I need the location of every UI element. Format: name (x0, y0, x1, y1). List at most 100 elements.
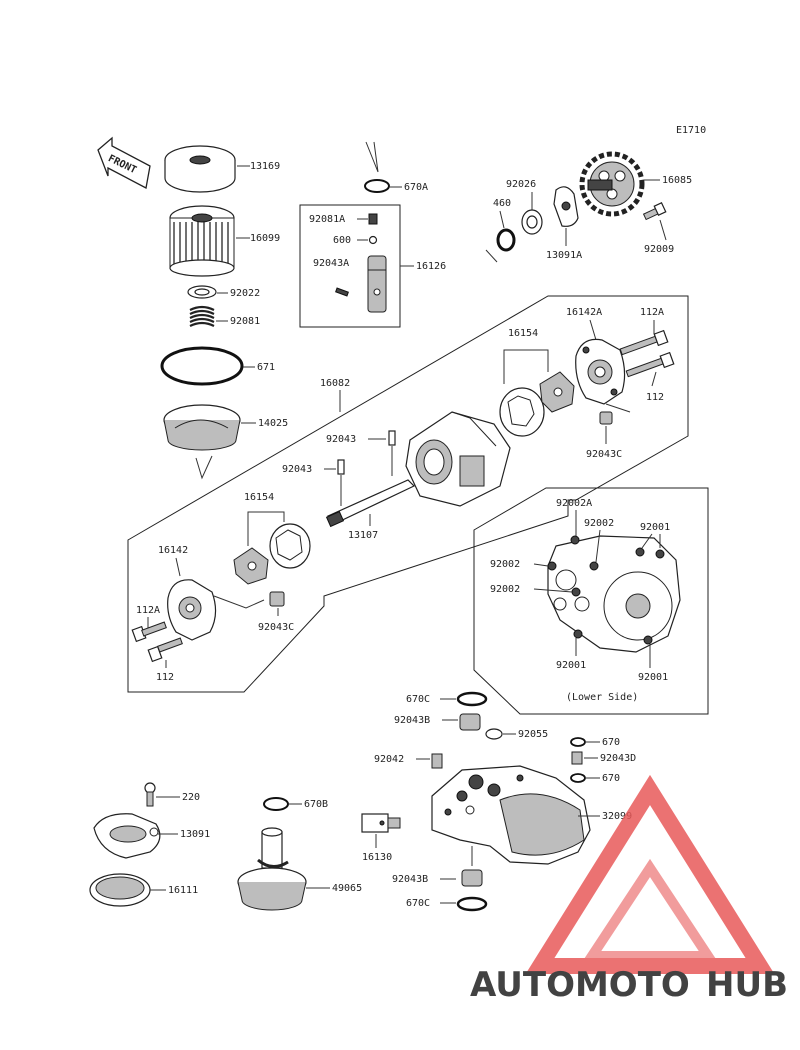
seal-92055 (485, 728, 503, 740)
pin-92043-upper (388, 430, 396, 446)
screw-220 (144, 782, 156, 807)
dowel-92043B-top (459, 713, 481, 731)
label-16085: 16085 (662, 175, 692, 186)
o-ring-670C-top (456, 691, 488, 707)
label-92043A: 92043A (313, 258, 349, 269)
filter-cap-14025 (163, 404, 241, 451)
label-16111: 16111 (168, 885, 198, 896)
dowel-92043B-bottom (461, 869, 483, 887)
label-92043B-bottom: 92043B (392, 874, 428, 885)
bolt-112A-upper (619, 329, 669, 356)
bolt-112A-lower (131, 621, 167, 643)
label-14025: 14025 (258, 418, 288, 429)
oil-pump-assembly-frame (127, 295, 689, 693)
label-92002A: 92002A (556, 498, 592, 509)
label-92043C-upper: 92043C (586, 449, 622, 460)
pump-cover-16142 (167, 579, 217, 641)
figure-code: E1710 (676, 125, 706, 136)
bolt-92009 (642, 201, 667, 221)
pin-92043A (335, 287, 349, 297)
label-49065: 49065 (332, 883, 362, 894)
outer-rotor-16154-upper (499, 387, 545, 437)
label-92081: 92081 (230, 316, 260, 327)
label-13107: 13107 (348, 530, 378, 541)
housing-lower-side (547, 535, 681, 653)
o-ring-670-bottom (570, 773, 586, 783)
o-ring-671 (160, 346, 244, 386)
o-ring-670-top (570, 737, 586, 747)
dowel-92043D (571, 751, 583, 765)
label-112-upper: 112 (646, 392, 664, 403)
label-670A: 670A (404, 182, 428, 193)
inner-rotor-16154-lower (233, 547, 269, 585)
label-670C-top: 670C (406, 694, 430, 705)
label-112-lower: 112 (156, 672, 174, 683)
o-ring-670B (263, 797, 289, 811)
label-16154-lower: 16154 (244, 492, 274, 503)
front-arrow-icon: FRONT (97, 136, 151, 189)
label-16130: 16130 (362, 852, 392, 863)
pump-shaft-13107 (325, 479, 416, 528)
label-16082: 16082 (320, 378, 350, 389)
label-92002-top: 92002 (584, 518, 614, 529)
oil-filter-cover-13169 (164, 145, 236, 193)
label-112A-upper: 112A (640, 307, 664, 318)
label-92002-mid: 92002 (490, 559, 520, 570)
label-92043D: 92043D (600, 753, 636, 764)
label-670-top: 670 (602, 737, 620, 748)
label-460: 460 (493, 198, 511, 209)
label-13091A: 13091A (546, 250, 582, 261)
pin-92043-lower (337, 459, 345, 475)
label-92043-lower: 92043 (282, 464, 312, 475)
pump-body (405, 411, 511, 507)
plate-13091A (553, 186, 579, 227)
gear-16085 (579, 151, 645, 217)
label-92042: 92042 (374, 754, 404, 765)
label-92022: 92022 (230, 288, 260, 299)
dowel-92043C-upper (599, 411, 613, 425)
label-16099: 16099 (250, 233, 280, 244)
pipe-49065 (237, 827, 307, 911)
label-16142A: 16142A (566, 307, 602, 318)
relief-valve-16126 (367, 255, 387, 313)
label-16154-upper: 16154 (508, 328, 538, 339)
label-13169: 13169 (250, 161, 280, 172)
label-670C-bottom: 670C (406, 898, 430, 909)
spring-92081A (368, 213, 378, 225)
label-671: 671 (257, 362, 275, 373)
label-92043-upper: 92043 (326, 434, 356, 445)
pump-cover-16142A (575, 338, 626, 405)
plate-13091 (93, 813, 161, 859)
label-92026: 92026 (506, 179, 536, 190)
outer-rotor-16154-lower (269, 523, 311, 569)
pin-92042 (431, 753, 443, 769)
label-92055: 92055 (518, 729, 548, 740)
oil-pump-housing-32099 (431, 765, 591, 865)
label-670-bottom: 670 (602, 773, 620, 784)
o-ring-670C-bottom (456, 896, 488, 912)
oil-filter-16099 (169, 205, 235, 277)
label-92009: 92009 (644, 244, 674, 255)
label-13091: 13091 (180, 829, 210, 840)
label-92002-low: 92002 (490, 584, 520, 595)
ball-600 (368, 235, 378, 245)
washer-92022 (187, 285, 217, 299)
inner-rotor-16154-upper (539, 371, 575, 413)
label-112A-lower: 112A (136, 605, 160, 616)
bolt-112-upper (625, 351, 675, 378)
label-92081A: 92081A (309, 214, 345, 225)
lower-side-inset-frame (473, 487, 709, 715)
label-600: 600 (333, 235, 351, 246)
lower-side-label: (Lower Side) (566, 692, 638, 703)
label-670B: 670B (304, 799, 328, 810)
label-16126: 16126 (416, 261, 446, 272)
label-220: 220 (182, 792, 200, 803)
watermark-part2: HUB (706, 965, 788, 1005)
automotohub-logo: AUTOMOTO HUB (470, 774, 788, 1005)
bolt-112-lower (147, 637, 183, 663)
sensor-16130 (361, 813, 401, 833)
label-16142: 16142 (158, 545, 188, 556)
label-92043B-top: 92043B (394, 715, 430, 726)
